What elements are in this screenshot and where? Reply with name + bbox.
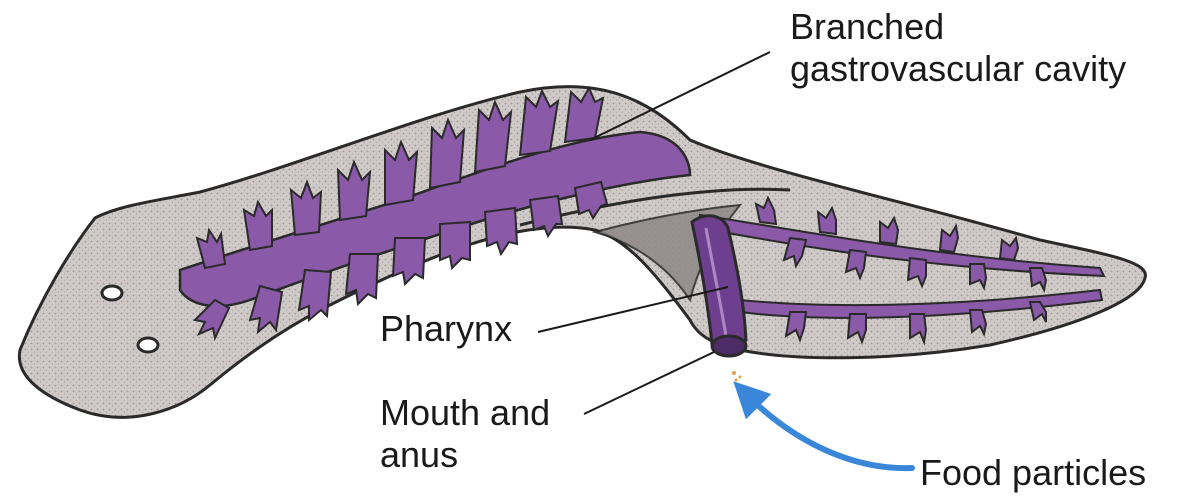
- label-gvc-line-2: gastrovascular cavity: [790, 48, 1126, 90]
- label-food-particles: Food particles: [920, 452, 1146, 494]
- label-pharynx: Pharynx: [380, 308, 512, 350]
- food-particles-dots: [732, 371, 742, 382]
- label-gastrovascular-cavity: Branched gastrovascular cavity: [790, 6, 1126, 90]
- right-eyespot: [138, 338, 158, 352]
- left-eyespot: [102, 286, 122, 300]
- label-gvc-line-1: Branched: [790, 6, 1126, 48]
- label-mouth-and-anus: Mouth and anus: [380, 392, 550, 476]
- label-mouth-line-1: Mouth and: [380, 392, 550, 434]
- mouth-opening: [712, 336, 746, 356]
- food-particles-arrow: [746, 394, 912, 468]
- label-mouth-line-2: anus: [380, 434, 550, 476]
- leader-line-mouth: [584, 352, 714, 414]
